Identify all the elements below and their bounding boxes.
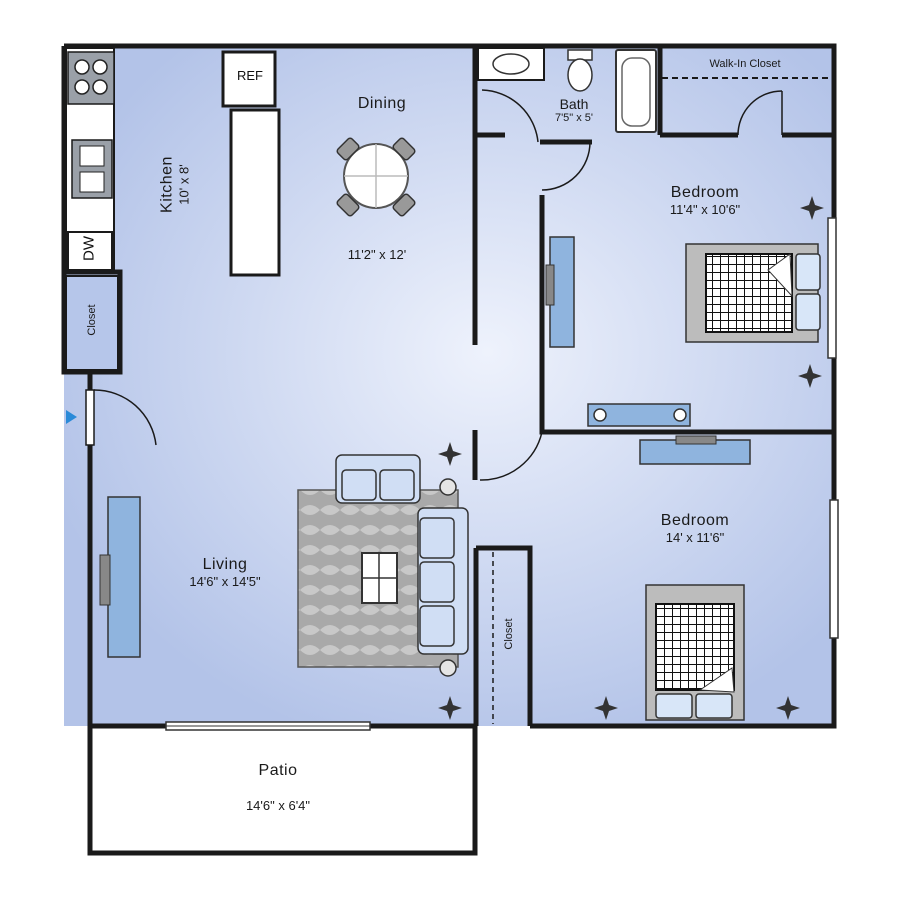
plant-icon (438, 196, 824, 720)
refrigerator (221, 50, 277, 108)
kitchen-dim: 10' x 8' (176, 164, 192, 205)
toilet-icon (567, 49, 593, 92)
dishwasher (67, 231, 113, 271)
bath-label: Bath 7'5" x 5' (548, 96, 600, 124)
bedroom1-name: Bedroom (670, 184, 740, 201)
bedroom2-dim: 14' x 11'6" (665, 530, 725, 545)
dining-name: Dining (357, 95, 407, 112)
living-label: Living 14'6" x 14'5" (160, 556, 290, 589)
dining-dim: 11'2" x 12' (347, 247, 407, 262)
bedroom1-dim: 11'4" x 10'6" (669, 202, 741, 217)
bedroom1-label: Bedroom 11'4" x 10'6" (630, 184, 780, 217)
bedroom2-name: Bedroom (660, 512, 730, 529)
dining-table-icon (336, 137, 416, 217)
island-counter (229, 108, 281, 277)
bedroom2-closet-label: Closet (503, 618, 515, 650)
bath-name: Bath (559, 96, 589, 112)
patio-dim: 14'6" x 6'4" (245, 798, 311, 813)
kitchen-closet (65, 275, 119, 371)
bedroom-window (829, 499, 839, 639)
living-name: Living (202, 556, 248, 573)
bedroom-window (827, 217, 837, 359)
entry-arrow-icon (66, 410, 77, 424)
tv-icon (107, 496, 141, 658)
kitchen-closet-label: Closet (86, 304, 98, 336)
living-dim: 14'6" x 14'5" (189, 574, 261, 589)
entry-door[interactable] (85, 389, 95, 446)
patio-name: Patio (258, 762, 298, 779)
walkin-closet-label: Walk-In Closet (709, 58, 781, 70)
patio-area (90, 727, 475, 853)
sofa-icon (335, 454, 469, 655)
ref-label: REF (237, 68, 263, 83)
sink-icon (492, 53, 530, 75)
bath-dim: 7'5" x 5' (554, 112, 594, 124)
stove-icon (67, 51, 115, 105)
kitchen-name: Kitchen (158, 156, 176, 213)
bed-icon (685, 243, 821, 343)
bedroom2-label: Bedroom 14' x 11'6" (620, 512, 770, 545)
bed-icon (645, 584, 745, 721)
bedroom-bench (587, 403, 691, 427)
kitchen-label: Kitchen 10' x 8' (159, 140, 192, 230)
dw-label: DW (80, 236, 98, 261)
